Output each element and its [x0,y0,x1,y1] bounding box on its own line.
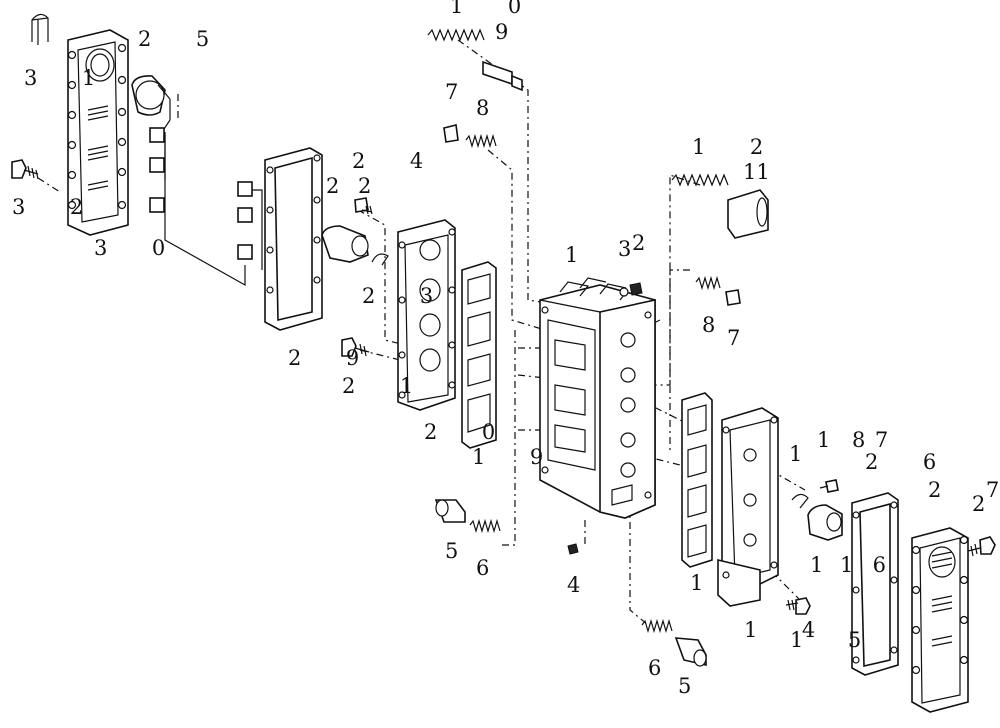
plunger-9 [482,60,523,92]
right-bolt [967,536,996,557]
label-8-far: 8 [852,428,885,452]
small-plug-4 [567,543,579,555]
label-1-right: 1 [789,442,822,466]
label-23: 2 3 [362,284,453,308]
label-31: 3 1 [24,66,115,90]
spring-8 [465,133,497,149]
label-5-right: 5 [678,674,711,698]
label-14: 1 4 [744,618,835,642]
label-27: 2 7 [928,478,999,502]
right-solenoid [785,479,843,615]
label-5-left: 5 [445,539,478,563]
wiring-harness [131,75,263,287]
label-26: 2 6 [865,450,956,474]
spring-6-left [469,518,501,534]
gasket-far-right [851,492,899,676]
label-29: 2 9 [288,346,379,370]
spring-top-left [427,28,485,42]
label-10: 1 0 [450,0,541,18]
label-11: 11 [743,160,770,184]
spring-6-right [641,618,673,634]
left-bolt [11,159,39,180]
label-7-right: 7 [727,326,760,350]
central-valve-body [539,277,656,519]
label-8: 8 [476,96,509,120]
middle-bolt [341,337,370,357]
label-15a: 1 5 [790,628,881,652]
label-7: 7 [445,80,478,104]
spring-clip [31,13,49,45]
right-cover [911,527,969,713]
label-20: 2 0 [424,420,515,444]
label-32-center: 2 [632,231,665,255]
gasket-left [264,147,323,331]
label-1-center: 1 [565,243,598,267]
label-16: 1 6 [840,553,893,577]
label-1-solenoid: 1 [810,553,843,577]
label-4: 4 [567,573,600,597]
label-12: 1 2 [692,135,783,159]
spring-8-right [695,275,721,291]
label-18: 1 [690,571,723,595]
left-upper-cover [67,29,129,236]
label-22b: 2 [358,174,391,198]
label-21: 2 1 [342,374,433,398]
label-19: 1 9 [472,445,563,469]
label-8-right: 8 [702,313,735,337]
label-6-left: 6 [476,556,509,580]
plug [629,282,643,296]
plunger-5-left [434,499,466,523]
label-2-far: 2 [972,492,1000,516]
label-17: 1 7 [817,428,908,452]
plug-7 [443,124,459,143]
label-22: 2 [326,174,359,198]
label-3: 3 [618,237,632,261]
plunger-5-right [674,637,707,667]
right-valve-body [717,407,779,607]
plug-7-right [725,289,741,306]
left-solenoid [321,197,389,266]
gasket-right [681,392,713,568]
label-32-left: 3 2 [12,195,103,219]
gasket-middle [461,261,497,449]
plunger-11 [727,189,769,239]
label-30: 3 0 [94,236,185,260]
label-24: 2 4 [352,149,443,173]
label-25: 2 5 [138,27,229,51]
middle-valve-body [397,219,456,411]
label-9: 9 [495,20,528,44]
spring-12 [671,173,729,187]
check-ball [619,287,629,297]
label-6-right: 6 [648,656,681,680]
